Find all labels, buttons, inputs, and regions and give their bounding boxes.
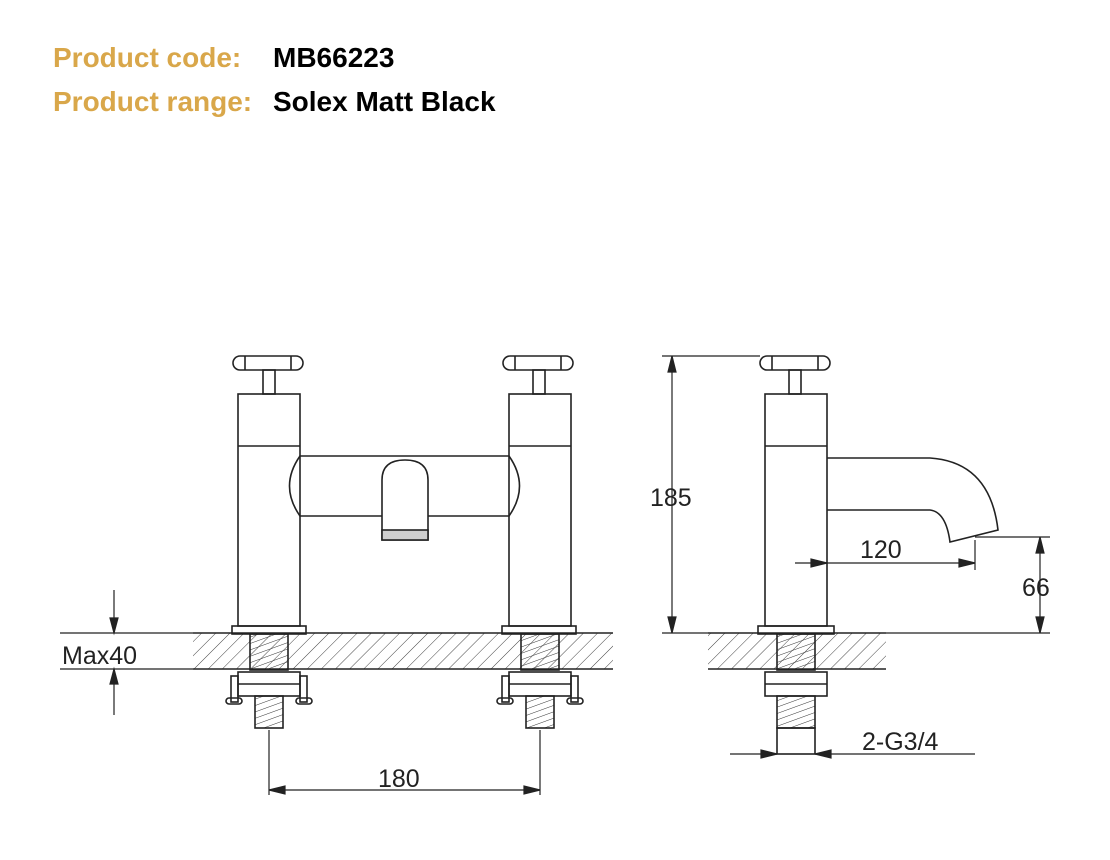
product-header: Product code: MB66223 Product range: Sol… bbox=[53, 42, 496, 130]
side-spout bbox=[827, 457, 999, 543]
product-range-row: Product range: Solex Matt Black bbox=[53, 86, 496, 130]
product-range-label: Product range: bbox=[53, 86, 253, 117]
left-cross-handle bbox=[232, 355, 304, 395]
side-view bbox=[708, 355, 999, 755]
connection-label: 2-G3/4 bbox=[862, 728, 939, 756]
spout-height-label: 66 bbox=[1022, 574, 1050, 602]
right-underside-fitting bbox=[496, 633, 584, 729]
connection-dimension bbox=[730, 749, 975, 759]
center-distance-dimension bbox=[268, 730, 541, 795]
side-valve-body bbox=[757, 393, 835, 635]
front-view bbox=[193, 355, 613, 729]
front-spout bbox=[381, 459, 429, 541]
max-depth-label: Max40 bbox=[62, 642, 137, 670]
right-cross-handle bbox=[502, 355, 574, 395]
product-code-value: MB66223 bbox=[273, 42, 395, 73]
product-code-label: Product code: bbox=[53, 42, 242, 73]
spout-height-dimension bbox=[886, 536, 1050, 634]
center-distance-label: 180 bbox=[378, 765, 420, 793]
side-cross-handle bbox=[759, 355, 831, 395]
spout-reach-label: 120 bbox=[860, 536, 902, 564]
bridge-pipe bbox=[288, 455, 521, 517]
height-dimension bbox=[662, 355, 760, 634]
left-underside-fitting bbox=[225, 633, 313, 729]
right-valve-body bbox=[501, 393, 577, 635]
max-depth-dimension bbox=[60, 590, 193, 715]
left-valve-body bbox=[231, 393, 307, 635]
height-label: 185 bbox=[650, 484, 692, 512]
product-code-row: Product code: MB66223 bbox=[53, 42, 496, 86]
product-range-value: Solex Matt Black bbox=[273, 86, 496, 117]
spout-reach-dimension bbox=[795, 540, 976, 570]
side-underside-fitting bbox=[764, 633, 828, 755]
